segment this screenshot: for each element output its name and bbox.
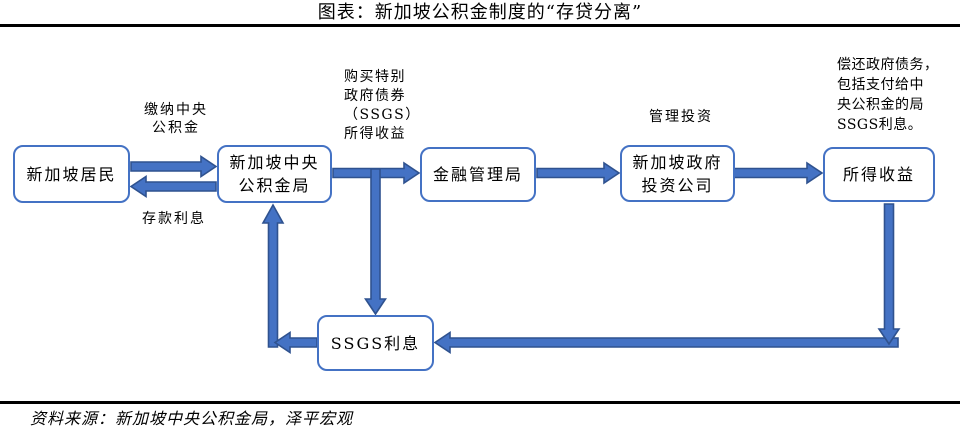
label-repay-government-debt: 偿还政府债务， 包括支付给中 央公积金的局 SSGS利息。 <box>837 57 939 133</box>
top-rule <box>0 24 960 27</box>
arrow-ssgs-out-left <box>273 331 318 354</box>
node-gic-investment-corp: 新加坡政府 投资公司 <box>620 145 735 202</box>
source-note: 资料来源：新加坡中央公积金局，泽平宏观 <box>30 409 354 428</box>
node-singapore-residents: 新加坡居民 <box>13 145 130 203</box>
label-pay-cpf-contributions: 缴纳中央 公积金 <box>144 102 208 136</box>
node-ssgs-interest: SSGS利息 <box>317 315 434 371</box>
arrow-gic-to-income <box>733 161 824 185</box>
arrow-income-down <box>877 203 901 346</box>
figure-title: 图表：新加坡公积金制度的“存贷分离” <box>317 2 643 23</box>
node-cpf-board: 新加坡中央 公积金局 <box>217 145 332 203</box>
label-buy-ssgs-bonds: 购买特别 政府债券 （SSGS） 所得收益 <box>344 69 421 142</box>
arrow-cpf-to-residents <box>129 175 217 198</box>
node-monetary-authority: 金融管理局 <box>420 147 536 202</box>
arrow-branch-down-to-ssgs <box>364 168 387 316</box>
node-income-gains: 所得收益 <box>823 147 935 202</box>
label-deposit-interest: 存款利息 <box>142 211 206 227</box>
label-manage-investment: 管理投资 <box>649 109 713 125</box>
bottom-rule <box>0 401 960 404</box>
arrow-corner-up-to-cpf <box>261 203 285 348</box>
arrow-income-long-left-to-ssgs <box>433 331 899 354</box>
arrow-mas-to-gic <box>536 161 621 185</box>
arrow-residents-to-cpf <box>130 155 218 178</box>
